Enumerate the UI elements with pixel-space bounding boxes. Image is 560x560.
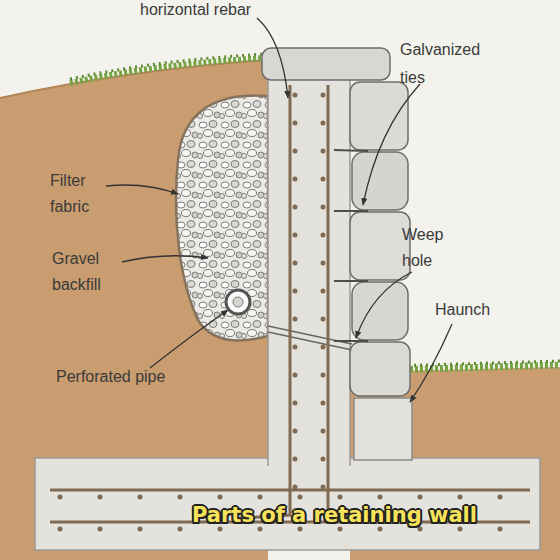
part-label: Galvanized ties [400,36,500,92]
perforated-pipe [226,290,250,314]
leader-line [363,84,420,205]
leader-line [257,18,288,98]
soil-edge [0,60,268,98]
horizontal-rebar [293,95,298,505]
horizontal-rebar [321,95,326,505]
haunch [354,398,412,460]
galvanized-tie [334,340,368,342]
leader-line [410,324,452,402]
leader-line [106,185,178,194]
galvanized-tie [334,280,368,282]
grass [70,58,266,83]
galvanized-tie [334,210,368,212]
leader-line [150,310,228,368]
part-label: Haunch [435,300,490,320]
cap-stone [262,48,390,80]
rebar [50,489,530,492]
grass [70,54,266,79]
rebar [240,85,290,518]
horizontal-rebar [60,495,520,500]
leader-line [122,256,208,262]
veneer-stone [350,82,408,150]
footing [35,458,540,550]
veneer-stone [350,212,410,280]
gravel-backfill [176,96,268,341]
stem-joint [269,455,349,467]
part-label: Gravel backfill [52,246,124,298]
veneer-stone [352,152,408,210]
part-label: Filter fabric [50,168,116,220]
part-label: Perforated pipe [56,367,165,387]
leader-line [356,272,412,338]
horizontal-rebar [60,527,520,532]
caption: Parts of a retaining wall [192,503,477,527]
veneer-stone [350,342,410,396]
concrete-stem [268,75,350,465]
grass [390,361,560,366]
galvanized-tie [334,150,368,151]
veneer-stone [352,282,408,340]
part-label: Weep hole [402,222,464,274]
part-label: horizontal rebar [140,0,251,20]
perforated-pipe [233,297,243,307]
